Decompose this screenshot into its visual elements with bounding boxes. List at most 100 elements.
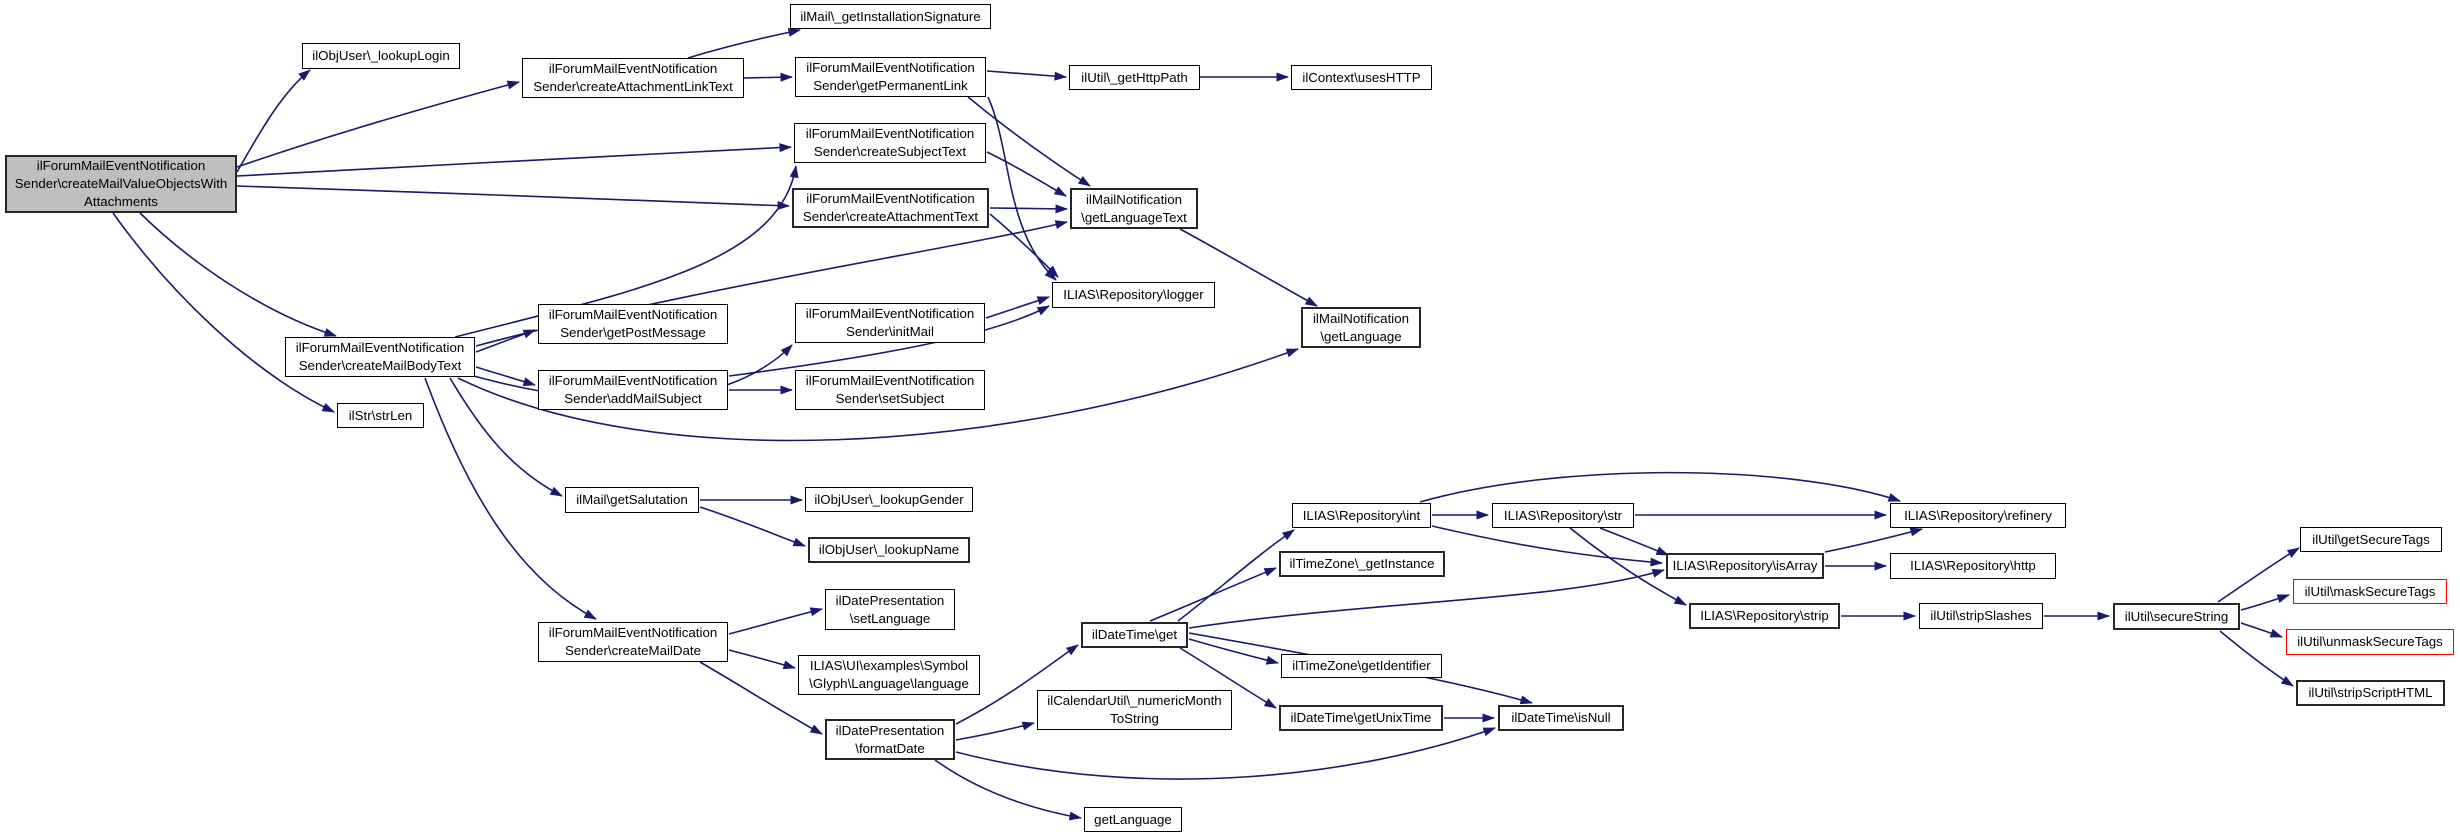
node-getLanguageMail[interactable]: ilMailNotification\getLanguage [1301,307,1421,348]
node-label-line: \Glyph\Language\language [809,676,969,691]
node-lookupGender[interactable]: ilObjUser\_lookupGender [805,487,973,512]
node-setLanguageDP[interactable]: ilDatePresentation \setLanguage [825,589,955,630]
node-getHttpPath[interactable]: ilUtil\_getHttpPath [1069,65,1200,90]
node-secureString[interactable]: ilUtil\secureString [2113,603,2240,630]
node-label-line: ILIAS\Repository\str [1503,507,1623,523]
edge-repoInt-repoIsArray [1431,525,1663,567]
edge-repoStr-repoIsArray [1599,527,1669,556]
edge-createMailDate-glyphLanguage [728,649,796,670]
node-label-line: ilUtil\maskSecureTags [2304,583,2436,599]
node-label-line: ilContext\usesHTTP [1302,69,1421,85]
node-label-line: ILIAS\Repository\logger [1063,287,1204,302]
edge-getLanguageText-getLanguageMail [1179,228,1318,307]
node-dateTimeGet[interactable]: ilDateTime\get [1081,622,1188,648]
node-getIdentifier[interactable]: ilTimeZone\getIdentifier [1281,654,1442,678]
edge-createAttachmentText-logger [989,213,1059,278]
node-label-line: ilForumMailEventNotification [548,625,718,640]
node-getLanguageText[interactable]: ilMailNotification\getLanguageText [1070,188,1198,229]
edge-dateTimeGet-getInstance [1149,567,1277,622]
node-stripSlashes[interactable]: ilUtil\stripSlashes [1919,603,2043,629]
node-repoInt[interactable]: ILIAS\Repository\int [1292,503,1431,528]
node-label-line: ilForumMailEventNotification [295,340,465,355]
node-logger[interactable]: ILIAS\Repository\logger [1052,282,1215,308]
edge-repoInt-repoRefinery [1419,471,1901,503]
node-getSecureTags[interactable]: ilUtil\getSecureTags [2300,527,2442,552]
node-label-line: Sender\createMailValueObjectsWith [14,176,228,191]
node-unmaskSecureTags[interactable]: ilUtil\unmaskSecureTags [2286,629,2454,655]
node-label-line: ILIAS\Repository\strip [1700,608,1829,623]
node-label-line: Sender\createSubjectText [813,144,967,159]
node-label-line: Sender\createAttachmentLinkText [533,79,733,94]
node-label-line: Sender\addMailSubject [564,391,702,406]
edge-createMailValueObjects-lookupLogin [236,69,311,173]
node-repoStr[interactable]: ILIAS\Repository\str [1492,503,1634,528]
edge-createMailValueObjects-createAttachmentLinkText [236,80,520,168]
edge-formatDate-isNull [955,727,1496,780]
node-repoIsArray[interactable]: ILIAS\Repository\isArray [1666,553,1824,579]
edge-getPermanentLink-getHttpPath [986,70,1067,81]
node-label-line: ILIAS\Repository\http [1910,558,2036,573]
edge-createMailBodyText-createMailDate [424,377,597,620]
node-getLanguagePlain[interactable]: getLanguage [1084,807,1182,832]
node-label-line: \setLanguage [849,610,931,626]
edge-getPermanentLink-logger [987,96,1057,281]
node-label-line: ilObjUser\_lookupGender [814,491,964,507]
edge-repoIsArray-repoRefinery [1824,527,1923,553]
node-label-line: ilForumMailEventNotification [805,373,975,388]
node-formatDate[interactable]: ilDatePresentation\formatDate [825,719,955,760]
node-repoRefinery[interactable]: ILIAS\Repository\refinery [1890,503,2066,528]
node-lookupLogin[interactable]: ilObjUser\_lookupLogin [302,43,460,69]
node-label-line: ilMailNotification [1085,191,1183,207]
edge-createAttachmentText-getLanguageText [989,204,1068,214]
edge-secureString-getSecureTags [2217,547,2300,603]
node-label-line: Sender\createMailDate [565,643,701,658]
edge-createMailDate-formatDate [699,661,823,735]
edge-createMailBodyText-getSalutation [449,377,563,497]
node-getUnixTime[interactable]: ilDateTime\getUnixTime [1279,705,1443,731]
node-stripScriptHTML[interactable]: ilUtil\stripScriptHTML [2296,680,2445,706]
node-label-line: ilDatePresentation [835,592,945,608]
node-label-line: ilObjUser\_lookupLogin [312,48,450,63]
node-label-line: Attachments [84,194,158,209]
node-label-line: ilStr\strLen [348,407,413,423]
node-isNull[interactable]: ilDateTime\isNull [1498,705,1624,731]
node-repoStrip[interactable]: ILIAS\Repository\strip [1689,603,1840,629]
node-label-line: ilForumMailEventNotification [548,61,718,76]
edge-dateTimeGet-getIdentifier [1188,638,1279,665]
edge-createMailValueObjects-strLen [112,212,335,413]
node-getInstallationSignature[interactable]: ilMail\_getInstallationSignature [790,4,991,29]
node-getInstance[interactable]: ilTimeZone\_getInstance [1279,551,1445,577]
node-label-line: ilForumMailEventNotification [36,158,206,173]
node-label-line: Sender\setSubject [835,391,945,406]
edge-formatDate-dateTimeGet [955,644,1079,725]
node-lookupName[interactable]: ilObjUser\_lookupName [808,537,970,563]
node-strLen[interactable]: ilStr\strLen [337,403,424,428]
node-glyphLanguage[interactable]: ILIAS\UI\examples\Symbol\Glyph\Language\… [798,655,980,695]
node-maskSecureTags[interactable]: ilUtil\maskSecureTags [2293,579,2447,604]
node-getSalutation[interactable]: ilMail\getSalutation [565,487,699,513]
node-label-line: ILIAS\Repository\int [1302,507,1421,523]
node-label-line: ILIAS\Repository\refinery [1904,507,2052,523]
node-repoHttp[interactable]: ILIAS\Repository\http [1890,553,2056,579]
edge-secureString-maskSecureTags [2240,594,2290,611]
node-label-line: ilCalendarUtil\_numericMonth [1047,693,1222,708]
edge-secureString-unmaskSecureTags [2240,622,2283,638]
node-label-line: getLanguage [1094,811,1172,827]
node-label-line: ilTimeZone\getIdentifier [1292,658,1431,673]
node-label-line: ilMail\getSalutation [576,492,688,507]
edge-formatDate-getLanguagePlain [934,759,1082,821]
node-label-line: ilUtil\stripSlashes [1930,608,2032,623]
node-usesHTTP[interactable]: ilContext\usesHTTP [1291,65,1432,90]
